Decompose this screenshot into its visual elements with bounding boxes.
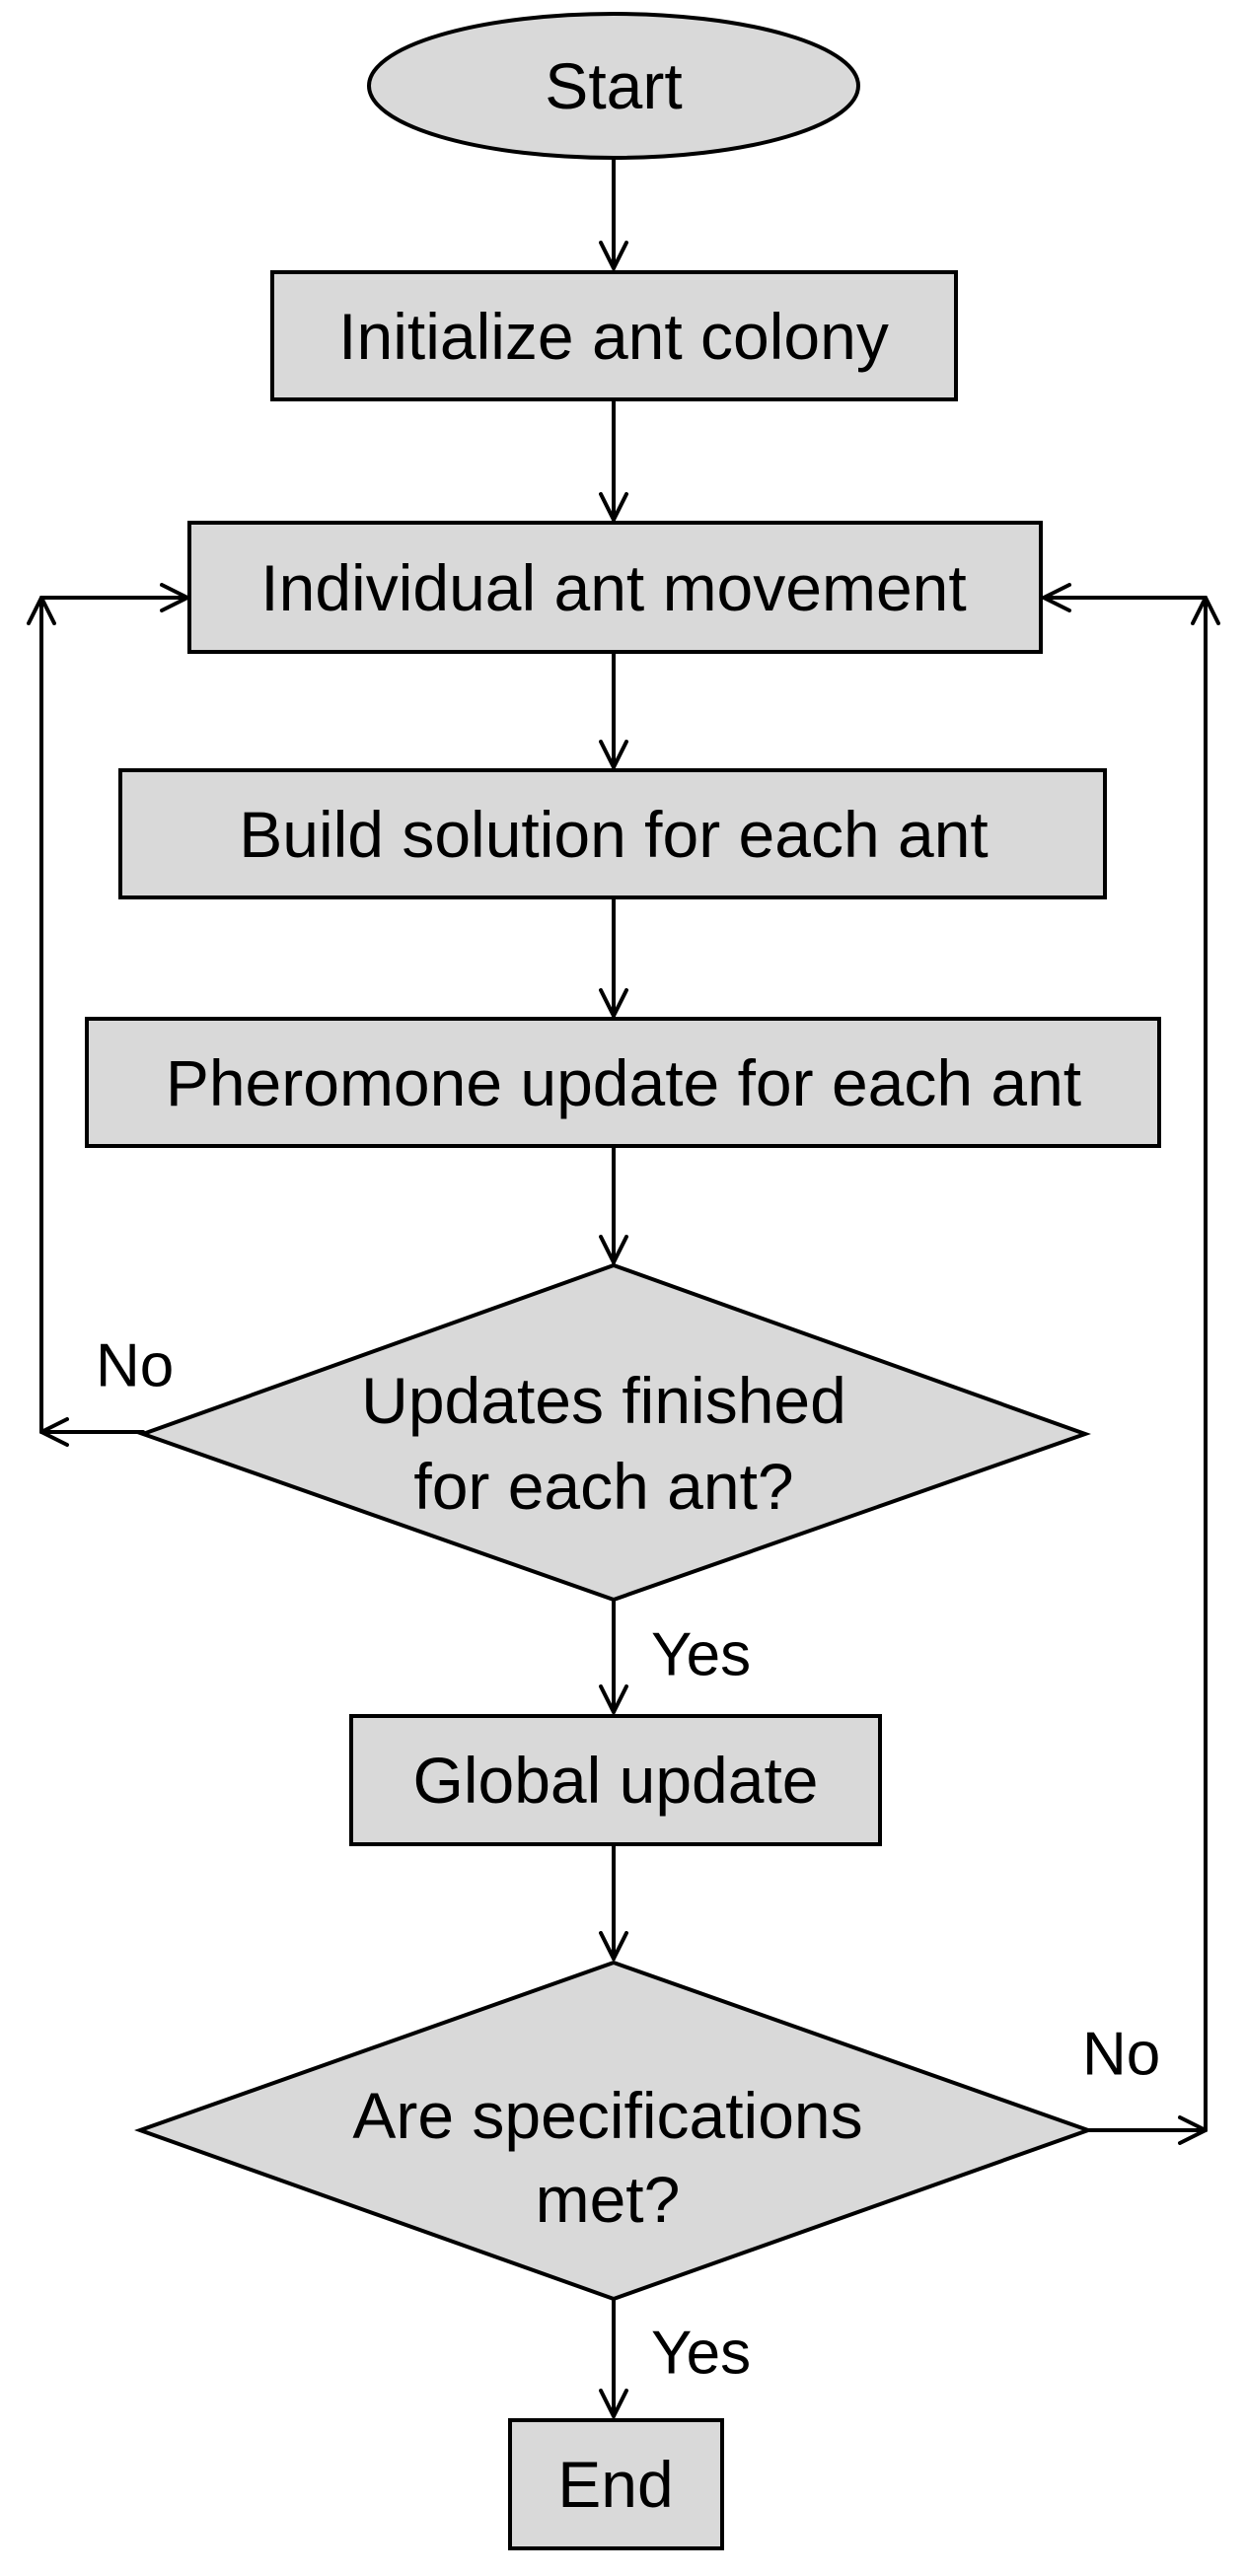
initialize-label: Initialize ant colony — [338, 300, 889, 373]
specifications-met-decision: Are specifications met? — [134, 1960, 1094, 2302]
updates-finished-label-line-1: Updates finished — [361, 1364, 846, 1437]
movement-label: Individual ant movement — [260, 551, 966, 624]
initialize-node: Initialize ant colony — [270, 270, 958, 401]
pheromone-update-node: Pheromone update for each ant — [85, 1017, 1161, 1148]
global-update-label: Global update — [413, 1744, 819, 1817]
global-update-node: Global update — [349, 1714, 882, 1846]
specs-yes-label: Yes — [651, 2320, 751, 2388]
specifications-met-label-line-2: met? — [536, 2163, 681, 2236]
movement-node: Individual ant movement — [187, 521, 1043, 654]
updates-yes-label: Yes — [651, 1621, 751, 1689]
pheromone-update-label: Pheromone update for each ant — [166, 1046, 1081, 1119]
start-node: Start — [367, 12, 860, 160]
updates-no-label: No — [96, 1332, 174, 1400]
build-solution-label: Build solution for each ant — [239, 798, 988, 871]
updates-finished-label-line-2: for each ant? — [413, 1450, 793, 1523]
start-label: Start — [545, 49, 682, 122]
end-node: End — [508, 2418, 724, 2550]
updates-finished-decision: Updates finished for each ant? — [137, 1262, 1091, 1603]
end-label: End — [557, 2448, 673, 2521]
specifications-met-label-line-1: Are specifications — [352, 2079, 862, 2152]
build-solution-node: Build solution for each ant — [118, 768, 1107, 899]
specs-no-label: No — [1082, 2021, 1160, 2089]
